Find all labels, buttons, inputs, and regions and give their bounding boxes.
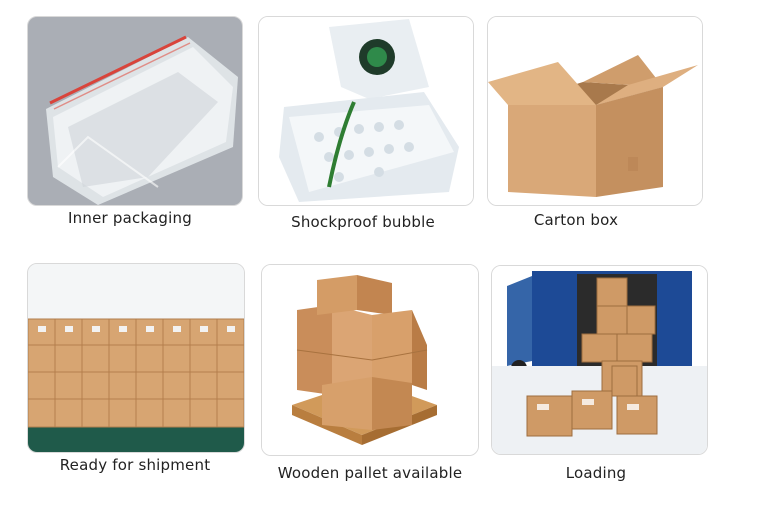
carton-box-image — [488, 17, 702, 205]
stacked-cartons-image — [28, 264, 244, 452]
carton-box-card — [487, 16, 703, 206]
inner-packaging-caption: Inner packaging — [68, 209, 192, 227]
ready-shipment-caption: Ready for shipment — [59, 456, 211, 474]
loading-card — [491, 265, 708, 455]
shockproof-bubble-card — [258, 16, 474, 206]
shockproof-bubble-caption: Shockproof bubble — [291, 213, 435, 231]
plastic-bags-image — [28, 17, 242, 205]
loading-caption: Loading — [565, 464, 627, 482]
wooden-pallet-caption: Wooden pallet available — [277, 464, 463, 482]
truck-loading-image — [492, 266, 707, 454]
carton-box-caption: Carton box — [533, 211, 619, 229]
pallet-boxes-image — [262, 265, 478, 455]
bubble-bags-image — [259, 17, 473, 205]
inner-packaging-card — [27, 16, 243, 206]
ready-shipment-card — [27, 263, 245, 453]
wooden-pallet-card — [261, 264, 479, 456]
